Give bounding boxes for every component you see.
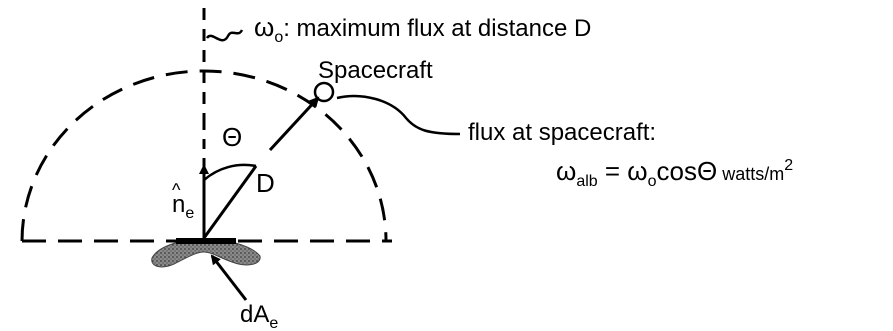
spacecraft-label: Spacecraft (318, 57, 433, 84)
flux-at-spacecraft-label: flux at spacecraft: (468, 119, 656, 146)
area-element-label: dAe (240, 301, 278, 331)
omega-max-label: ωo: maximum flux at distance D (254, 12, 591, 46)
normal-vector-hat: ^ (172, 180, 181, 200)
omega-leader-line (205, 29, 244, 42)
flux-leader-line (336, 94, 461, 136)
albedo-flux-formula: ωalb = ωocosΘ watts/m2 (556, 156, 793, 190)
distance-label: D (256, 168, 275, 198)
surface-patch (151, 238, 261, 268)
theta-label: Θ (222, 122, 242, 152)
area-arrow (210, 254, 248, 301)
theta-arc (203, 163, 257, 181)
angle-ray (202, 165, 258, 239)
spacecraft-marker (313, 81, 335, 103)
normal-vector-label: ne (172, 191, 194, 222)
distance-arrow (268, 96, 320, 152)
